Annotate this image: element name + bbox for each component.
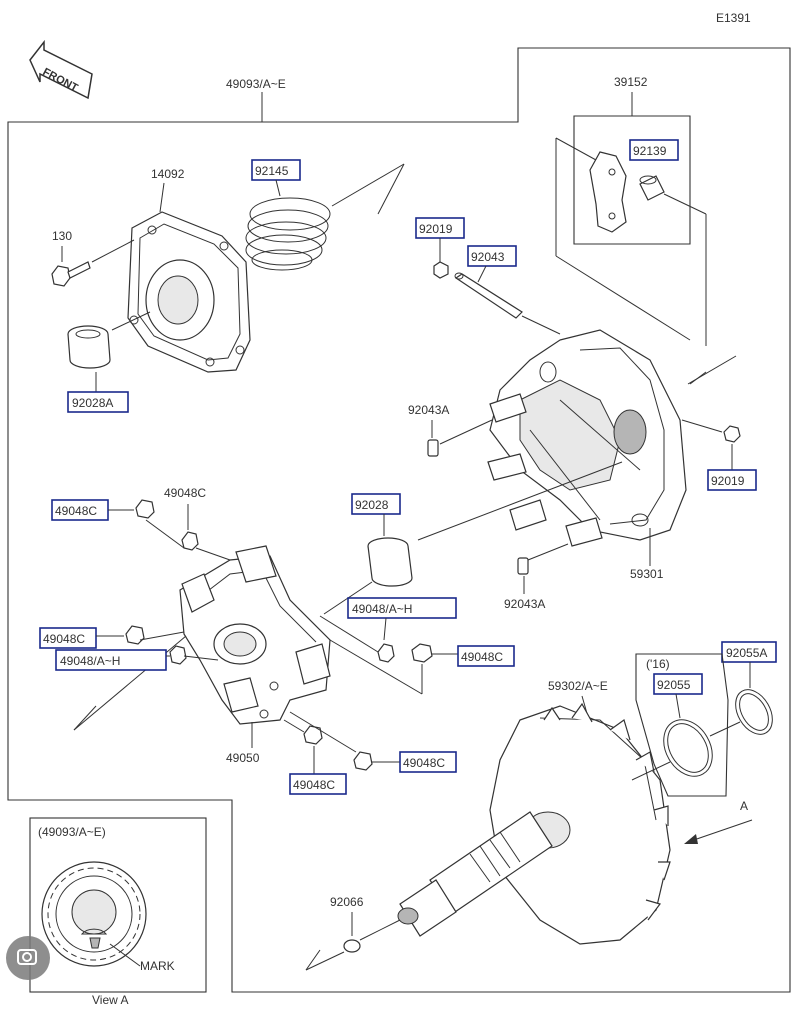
nut-92019-right [723,425,741,443]
plug-92066 [343,939,361,953]
mark-label: MARK [140,959,175,973]
label-14092: 14092 [151,167,185,181]
label-92028A: 92028A [72,396,113,410]
view-arrow-icon [684,819,753,844]
label-92043A-top: 92043A [408,403,449,417]
roller-49048C-4 [411,643,433,663]
label-92043: 92043 [471,250,505,264]
view-arrow-label: A [740,799,748,813]
label-92139: 92139 [633,144,667,158]
label-49048C-1: 49048C [55,504,97,518]
movable-sheave-59302 [397,702,671,945]
label-59301: 59301 [630,567,664,581]
label-49050: 49050 [226,751,260,765]
shaft-92043 [454,272,523,319]
bushing-92028A [67,325,111,369]
label-49048AH-2: 49048/A~H [352,602,412,616]
label-130: 130 [52,229,72,243]
roller-49048C-2 [181,531,199,551]
label-49048C-2: 49048C [164,486,206,500]
bolt-130 [51,261,91,287]
label-49048C-5: 49048C [293,778,335,792]
spring-92145 [245,197,331,271]
label-92055A: 92055A [726,646,767,660]
label-92055: 92055 [657,678,691,692]
roller-49048C-6 [353,751,373,771]
label-49048C-4: 49048C [461,650,503,664]
label-49048C-6: 49048C [403,756,445,770]
pin-92139 [639,175,665,201]
roller-49048C-1 [135,499,155,519]
label-49048AH-1: 49048/A~H [60,654,120,668]
roller-49048AH-1 [169,645,187,665]
label-92043A-bottom: 92043A [504,597,545,611]
bushing-92028 [367,537,413,587]
label-59302: 59302/A~E [548,679,608,693]
o-ring-92055 [663,719,713,777]
view-caption: View A [92,993,128,1007]
label-49048C-3: 49048C [43,632,85,646]
fixed-sheave-59301 [487,329,687,547]
spider-49050 [179,545,331,725]
roller-49048C-3 [125,625,145,645]
lens-search-icon[interactable] [6,936,50,980]
diagram-code: E1391 [716,11,751,25]
pin-92043A-bottom [517,557,529,575]
label-92066: 92066 [330,895,364,909]
label-92028: 92028 [355,498,389,512]
label-92019-right: 92019 [711,474,745,488]
label-92145: 92145 [255,164,289,178]
view-detail-title: (49093/A~E) [38,825,106,839]
year-note: ('16) [646,657,670,671]
weight-39152 [589,151,627,233]
assembly-frame [7,47,791,993]
assembly-label: 49093/A~E [226,77,286,91]
pin-92043A-top [427,439,439,457]
o-ring-92055A [735,689,773,735]
label-92019-top: 92019 [419,222,453,236]
front-arrow-icon: FRONT [29,39,93,100]
nut-92019-top [433,261,449,279]
roller-49048AH-2 [377,643,395,663]
label-39152: 39152 [614,75,648,89]
roller-49048C-5 [303,725,323,745]
spring-cover [127,211,251,373]
view-a-detail: (49093/A~E) MARK View A [29,817,207,1007]
